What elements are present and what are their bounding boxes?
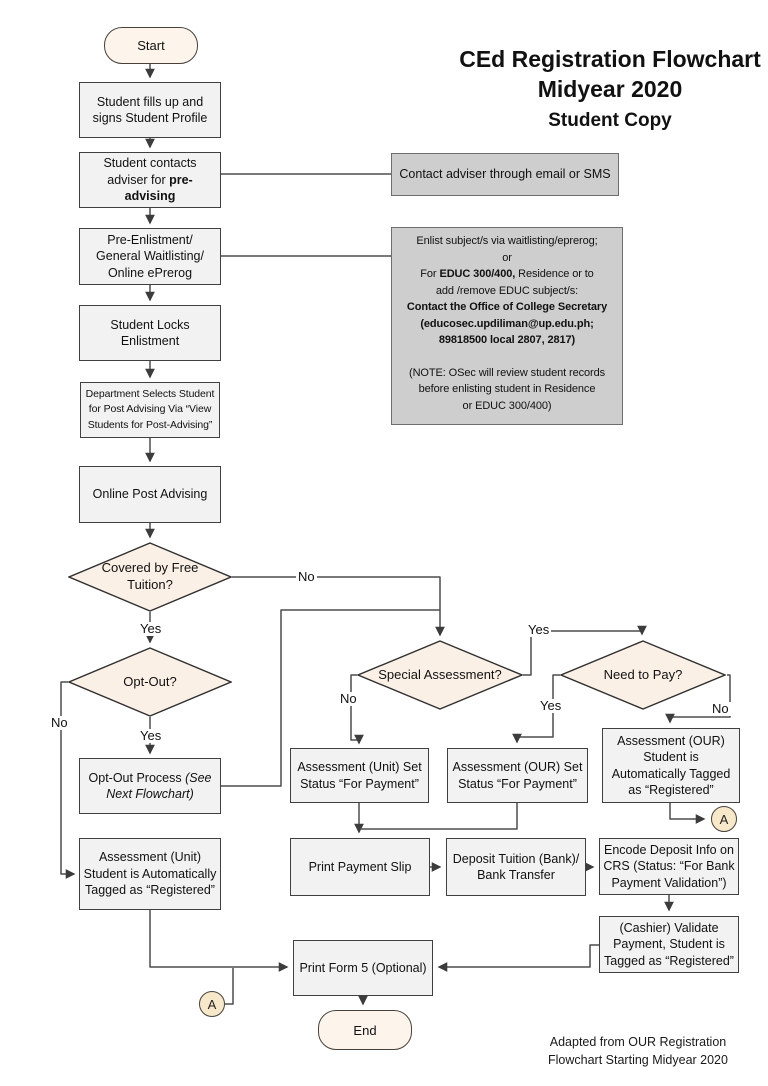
process-deposit-tuition: Deposit Tuition (Bank)/ Bank Transfer [446,838,586,896]
edge-label-no-opt-out: No [49,715,70,731]
process-assess-unit-set-status: Assessment (Unit) Set Status “For Paymen… [290,748,429,803]
process-label: Print Payment Slip [308,859,412,874]
diamond-shape [68,542,232,612]
note-contact-adviser: Contact adviser through email or SMS [391,153,619,196]
edge-label-no-free-tuition: No [296,569,317,585]
process-assess-our-registered: Assessment (OUR) Student is Automaticall… [602,728,740,803]
process-label: Encode Deposit Info on CRS (Status: “For… [603,842,735,890]
process-fill-student-profile: Student fills up and signs Student Profi… [79,82,221,138]
diamond-shape [68,647,232,717]
attribution: Adapted from OUR Registration Flowchart … [533,1033,743,1069]
edge-label-no-special-assessment: No [338,691,359,707]
edge-label-yes-opt-out: Yes [138,728,164,744]
line: Deposit Tuition (Bank)/ [452,851,580,866]
diamond-shape [357,640,523,710]
decision-free-tuition: Covered by Free Tuition? [68,542,232,612]
line: Pre-Enlistment/ [107,232,193,247]
process-pre-enlistment: Pre-Enlistment/ General Waitlisting/ Onl… [79,228,221,285]
process-assess-unit-registered: Assessment (Unit) Student is Automatical… [79,838,221,910]
line: Contact the Office of College Secretary [406,301,608,313]
end-terminal: End [318,1010,412,1050]
decision-label: Covered by Free Tuition? [101,560,199,592]
decision-opt-out: Opt-Out? [68,647,232,717]
flowchart-title: CEd Registration Flowchart Midyear 2020 … [440,44,768,132]
process-label: (Cashier) Validate Payment, Student is T… [604,920,734,968]
decision-label: Opt-Out? [123,673,177,689]
title-line-1: CEd Registration Flowchart [459,46,761,72]
line: Bank Transfer [477,868,555,882]
process-label: Assessment (Unit) Student is Automatical… [83,850,217,898]
process-label: Assessment (Unit) Set Status “For Paymen… [297,760,422,791]
line: before enlisting student in Residence [418,383,596,395]
process-label: Assessment (OUR) Student is Automaticall… [611,733,731,798]
process-label-bold: pre-advising [124,172,193,204]
process-dept-selects: Department Selects Student for Post Advi… [80,382,220,438]
process-encode-deposit: Encode Deposit Info on CRS (Status: “For… [599,838,739,895]
process-label: Opt-Out Process (See Next Flowchart) [83,770,217,803]
process-label: Assessment (OUR) Set Status “For Payment… [452,760,583,791]
title-line-2: Midyear 2020 [537,76,683,103]
attribution-line: Adapted from OUR Registration [549,1035,727,1049]
note-text: Contact adviser through email or SMS [399,167,611,182]
title-line-3: Student Copy [548,109,672,131]
connector-a-label: A [719,811,729,827]
edge-label-no-need-to-pay: No [710,701,731,717]
line: 89818500 local 2807, 2817) [438,334,576,346]
line: Enlist subject/s via waitlisting/eprerog… [416,235,598,247]
process-contact-adviser: Student contacts adviser for pre-advisin… [79,152,221,208]
process-label: Student contacts adviser for pre-advisin… [83,155,217,205]
line-text: Residence or to [515,268,594,280]
start-terminal: Start [104,27,198,64]
process-print-form5: Print Form 5 (Optional) [293,940,433,996]
decision-need-to-pay: Need to Pay? [560,640,726,710]
decision-special-assessment: Special Assessment? [357,640,523,710]
decision-label: Special Assessment? [378,666,502,682]
line: or EDUC 300/400) [462,399,552,412]
process-label: Student Locks Enlistment [110,317,190,349]
process-label-text: Student contacts adviser for [103,156,197,187]
line: General Waitlisting/ [96,249,204,264]
process-label: Student fills up and signs Student Profi… [92,94,208,126]
process-label: Deposit Tuition (Bank)/ Bank Transfer [453,851,579,884]
attribution-line: Flowchart Starting Midyear 2020 [548,1053,728,1068]
line: For EDUC 300/400, Residence or to [396,266,618,283]
edge-label-yes-free-tuition: Yes [138,621,164,637]
process-label: Online Post Advising [92,487,208,502]
note-text: Enlist subject/s via waitlisting/eprerog… [395,230,619,417]
process-lock-enlistment: Student Locks Enlistment [79,305,221,361]
process-online-post-advising: Online Post Advising [79,466,221,523]
note-enlist-instructions: Enlist subject/s via waitlisting/eprerog… [391,227,623,425]
decision-label: Need to Pay? [603,666,683,682]
edge-label-yes-special-assessment: Yes [526,622,552,638]
process-opt-out-process: Opt-Out Process (See Next Flowchart) [79,758,221,814]
process-label: Print Form 5 (Optional) [299,960,427,975]
diamond-shape [560,640,726,710]
process-label: Pre-Enlistment/ General Waitlisting/ Onl… [96,232,204,282]
line: add /remove EDUC subject/s: [435,284,579,297]
process-cashier-validate: (Cashier) Validate Payment, Student is T… [599,916,739,973]
line-text: For [420,268,440,280]
line: (educosec.updiliman@up.edu.ph; [420,317,594,330]
connector-a-badge-right: A [711,806,737,832]
process-label-italic: (See Next Flowchart) [106,770,212,802]
process-print-payment-slip: Print Payment Slip [290,838,430,896]
line: (NOTE: OSec will review student records [409,366,605,379]
line: Online ePrerog [107,265,193,280]
line-bold: EDUC 300/400, [439,268,516,280]
start-label: Start [137,38,165,53]
process-label-text: Opt-Out Process [88,770,186,785]
end-label: End [353,1022,377,1038]
process-label: Department Selects Student for Post Advi… [85,388,215,431]
blank-line [396,349,618,365]
connector-a-badge-left: A [199,991,225,1017]
process-assess-our-set-status: Assessment (OUR) Set Status “For Payment… [447,748,588,803]
edge-label-yes-need-to-pay: Yes [538,698,564,714]
line: or [502,251,512,264]
connector-a-label: A [207,996,217,1012]
